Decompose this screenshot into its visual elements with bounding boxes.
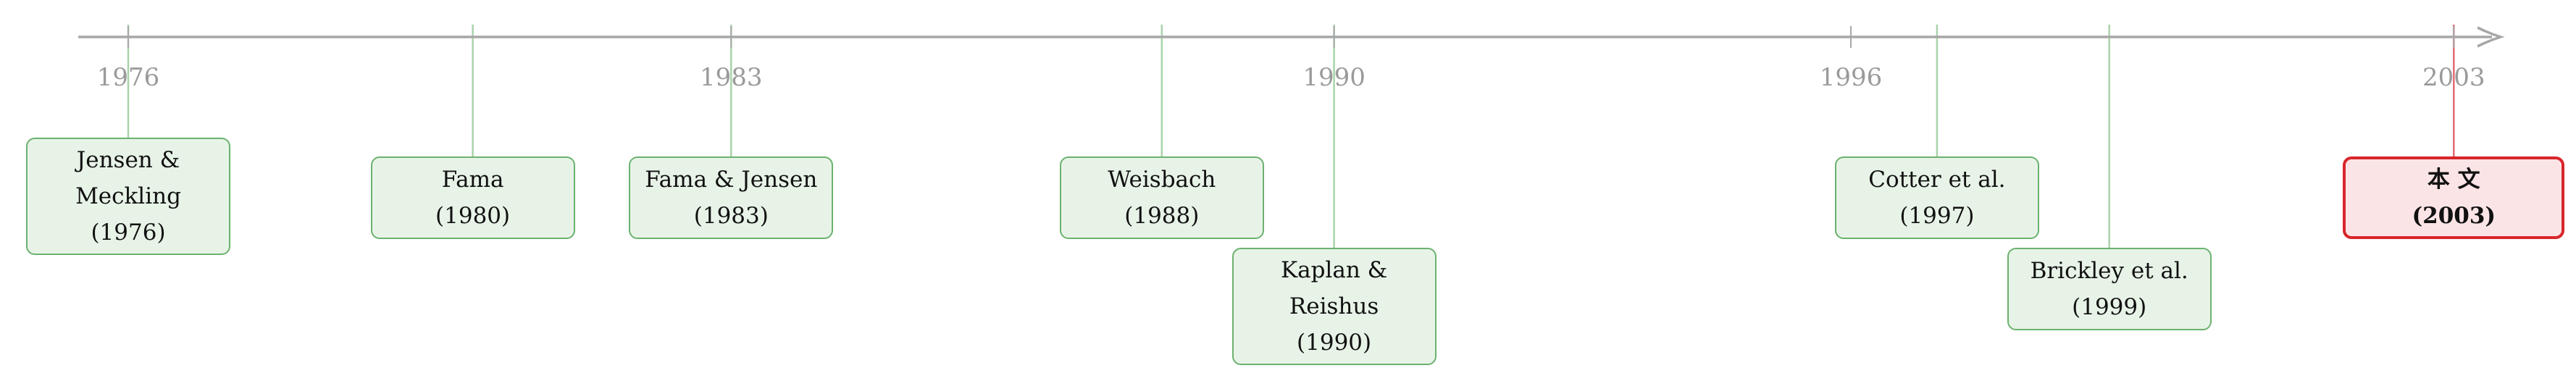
event-card-kaplan-reishus: Kaplan & Reishus (1990) [1231, 248, 1437, 365]
event-card-text: Reishus [1289, 293, 1379, 319]
year-label: 2003 [2422, 63, 2485, 92]
event-card-jensen-meckling: Jensen & Meckling (1976) [26, 138, 230, 255]
event-card-fama: Fama (1980) [370, 156, 575, 239]
event-card-fama-jensen: Fama & Jensen (1983) [629, 156, 834, 239]
event-card-brickley: Brickley et al. (1999) [2007, 248, 2212, 330]
connector-lines [127, 25, 2455, 306]
event-card-text: Cotter et al. [1868, 167, 2006, 193]
event-card-text: (1997) [1899, 203, 1975, 229]
event-card-weisbach: Weisbach (1988) [1059, 156, 1264, 239]
event-card-text: Kaplan & [1280, 257, 1388, 283]
event-card-text: (1988) [1124, 203, 1200, 229]
year-label: 1996 [1820, 63, 1883, 92]
year-label: 1983 [700, 63, 763, 92]
event-card-text: (1999) [2072, 294, 2147, 320]
event-card-text: (2003) [2412, 203, 2496, 229]
event-card-text: Brickley et al. [2030, 258, 2188, 284]
axis-arrow-icon [2477, 26, 2505, 48]
event-card-text: Jensen & [76, 147, 180, 173]
event-card-text: (1976) [91, 219, 166, 246]
event-card-text: 本 文 [2427, 167, 2480, 193]
year-label: 1976 [97, 63, 160, 92]
year-label: 1990 [1302, 63, 1366, 92]
event-card-text: (1990) [1297, 330, 1372, 356]
event-card-this-paper: 本 文 (2003) [2343, 156, 2565, 239]
event-card-text: Fama [441, 167, 504, 193]
timeline-axis [78, 26, 2505, 48]
event-card-cotter: Cotter et al. (1997) [1834, 156, 2039, 239]
event-card-text: (1980) [435, 203, 511, 229]
event-card-text: Fama & Jensen [645, 167, 818, 193]
event-card-text: Meckling [75, 183, 181, 209]
year-ticks: 1976 1983 1990 1996 2003 [97, 26, 2485, 92]
event-card-text: (1983) [693, 203, 769, 229]
event-card-text: Weisbach [1108, 167, 1216, 193]
